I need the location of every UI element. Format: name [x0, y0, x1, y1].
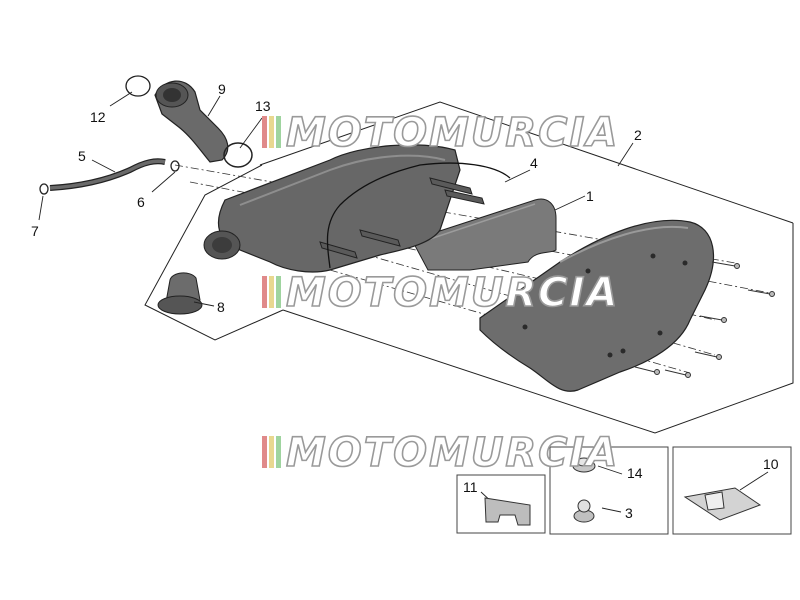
watermark-text: MOTOMURCIA	[286, 270, 619, 316]
callout-1: 1	[586, 188, 594, 204]
callout-12: 12	[90, 109, 106, 125]
callout-11: 11	[463, 479, 478, 495]
callout-2: 2	[634, 127, 642, 143]
bracket-clip	[484, 497, 531, 526]
assembly-frame	[144, 101, 794, 434]
clip-nut	[683, 487, 762, 521]
hose-clip-right	[170, 160, 180, 172]
grommet	[572, 457, 596, 473]
callout-14: 14	[627, 465, 643, 481]
plug	[573, 499, 595, 523]
mounting-studs	[319, 177, 485, 259]
outer-cover	[479, 219, 714, 392]
callout-4: 4	[530, 155, 538, 171]
rubber-sleeve	[157, 272, 203, 315]
hose	[49, 158, 166, 191]
callout-8: 8	[217, 299, 225, 315]
intake-duct	[154, 80, 229, 163]
callout-labels: 1 2 3 4 5 6 7 8 9 10 11 12 13 14	[31, 81, 779, 521]
detail-boxes	[456, 446, 792, 535]
intake-clamp	[125, 75, 151, 97]
watermark-text: MOTOMURCIA	[286, 110, 619, 156]
watermark-text: MOTOMURCIA	[286, 430, 619, 476]
callout-3: 3	[625, 505, 633, 521]
callout-5: 5	[78, 148, 86, 164]
callout-13: 13	[255, 98, 271, 114]
callout-9: 9	[218, 81, 226, 97]
watermark-bottom: MOTOMURCIA	[262, 429, 619, 477]
cover-screws	[634, 261, 775, 378]
filter-element	[411, 198, 557, 271]
leader-lines	[38, 91, 769, 513]
watermark-middle: MOTOMURCIA	[262, 269, 619, 317]
duct-clamp	[223, 142, 253, 168]
wire	[326, 162, 511, 269]
watermark-top: MOTOMURCIA	[262, 109, 619, 157]
callout-6: 6	[137, 194, 145, 210]
hose-clip-left	[39, 183, 49, 195]
callout-10: 10	[763, 456, 779, 472]
air-box-body	[203, 144, 461, 273]
callout-7: 7	[31, 223, 39, 239]
